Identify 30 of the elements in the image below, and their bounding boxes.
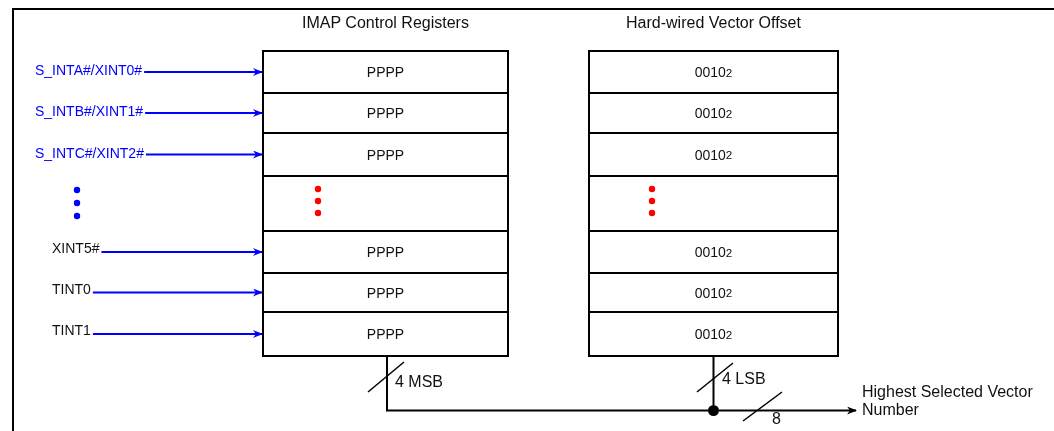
signal-name: S_INTC#/XINT2#	[35, 144, 144, 161]
arrow	[143, 68, 263, 76]
register-row: PPPP	[262, 92, 509, 134]
register-row: PPPP	[262, 272, 509, 313]
edge-label: 8	[772, 410, 781, 428]
signal-name: S_INTA#/XINT0#	[35, 62, 143, 78]
register-row	[262, 175, 509, 232]
table-heading: Hard-wired Vector Offset	[625, 14, 802, 32]
edge-label: 4 LSB	[722, 370, 766, 388]
arrow	[144, 150, 263, 159]
arrow	[91, 330, 263, 338]
signal-name: XINT5#	[52, 240, 100, 256]
arrow	[100, 248, 263, 256]
register-table	[262, 14, 509, 355]
signal-name: S_INTB#/XINT1#	[35, 103, 144, 119]
register-row	[588, 175, 839, 232]
register-row: PPPP	[262, 132, 509, 177]
register-row: PPPP	[262, 230, 509, 274]
signal-name: TINT0	[52, 280, 91, 297]
arrow	[144, 109, 263, 117]
output-label: Highest Selected Vector Number	[862, 383, 1054, 419]
arrow	[718, 406, 857, 415]
junction-dot	[708, 405, 719, 416]
table-heading: IMAP Control Registers	[301, 14, 470, 32]
edge-label: 4 MSB	[395, 373, 443, 391]
signal-name: TINT1	[52, 322, 91, 338]
arrow	[91, 288, 263, 297]
register-row: PPPP	[262, 50, 509, 94]
register-row: PPPP	[262, 311, 509, 357]
register-table	[588, 14, 839, 355]
